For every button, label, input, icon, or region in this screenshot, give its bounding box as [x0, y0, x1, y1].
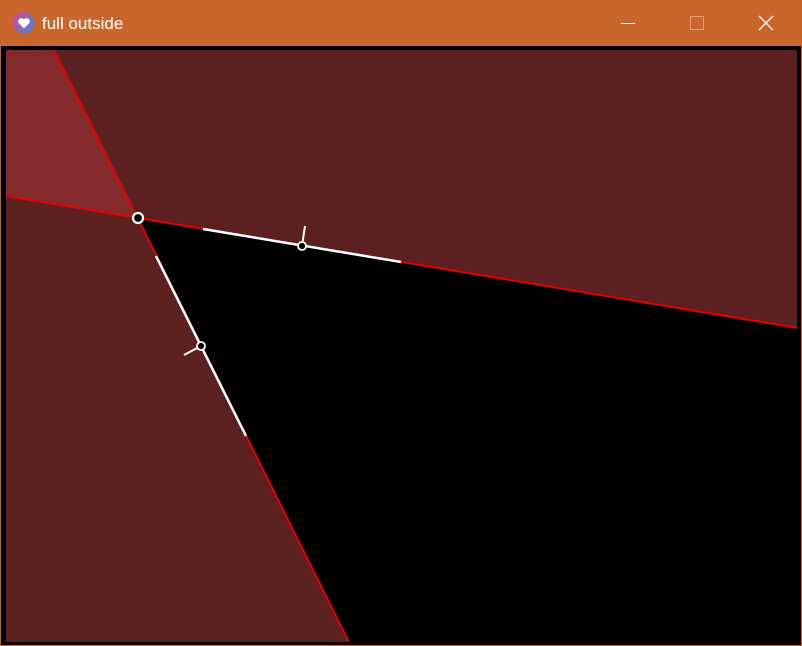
window-title: full outside — [42, 14, 124, 33]
close-button[interactable] — [743, 1, 789, 46]
outside-region-top — [6, 50, 797, 328]
intersection-point-handle[interactable] — [131, 211, 145, 225]
minimize-icon — [621, 23, 635, 24]
drawing-canvas[interactable] — [6, 50, 797, 642]
title-bar[interactable]: full outside — [1, 1, 801, 46]
scene-svg — [6, 50, 797, 642]
heart-app-icon — [13, 12, 35, 34]
overlap-region — [6, 50, 138, 218]
segment-a-midpoint-handle[interactable] — [297, 241, 307, 251]
segment-b-midpoint-handle[interactable] — [196, 341, 206, 351]
minimize-button[interactable] — [605, 1, 651, 46]
maximize-icon — [690, 16, 704, 30]
close-icon — [758, 15, 774, 31]
maximize-button[interactable] — [674, 1, 720, 46]
